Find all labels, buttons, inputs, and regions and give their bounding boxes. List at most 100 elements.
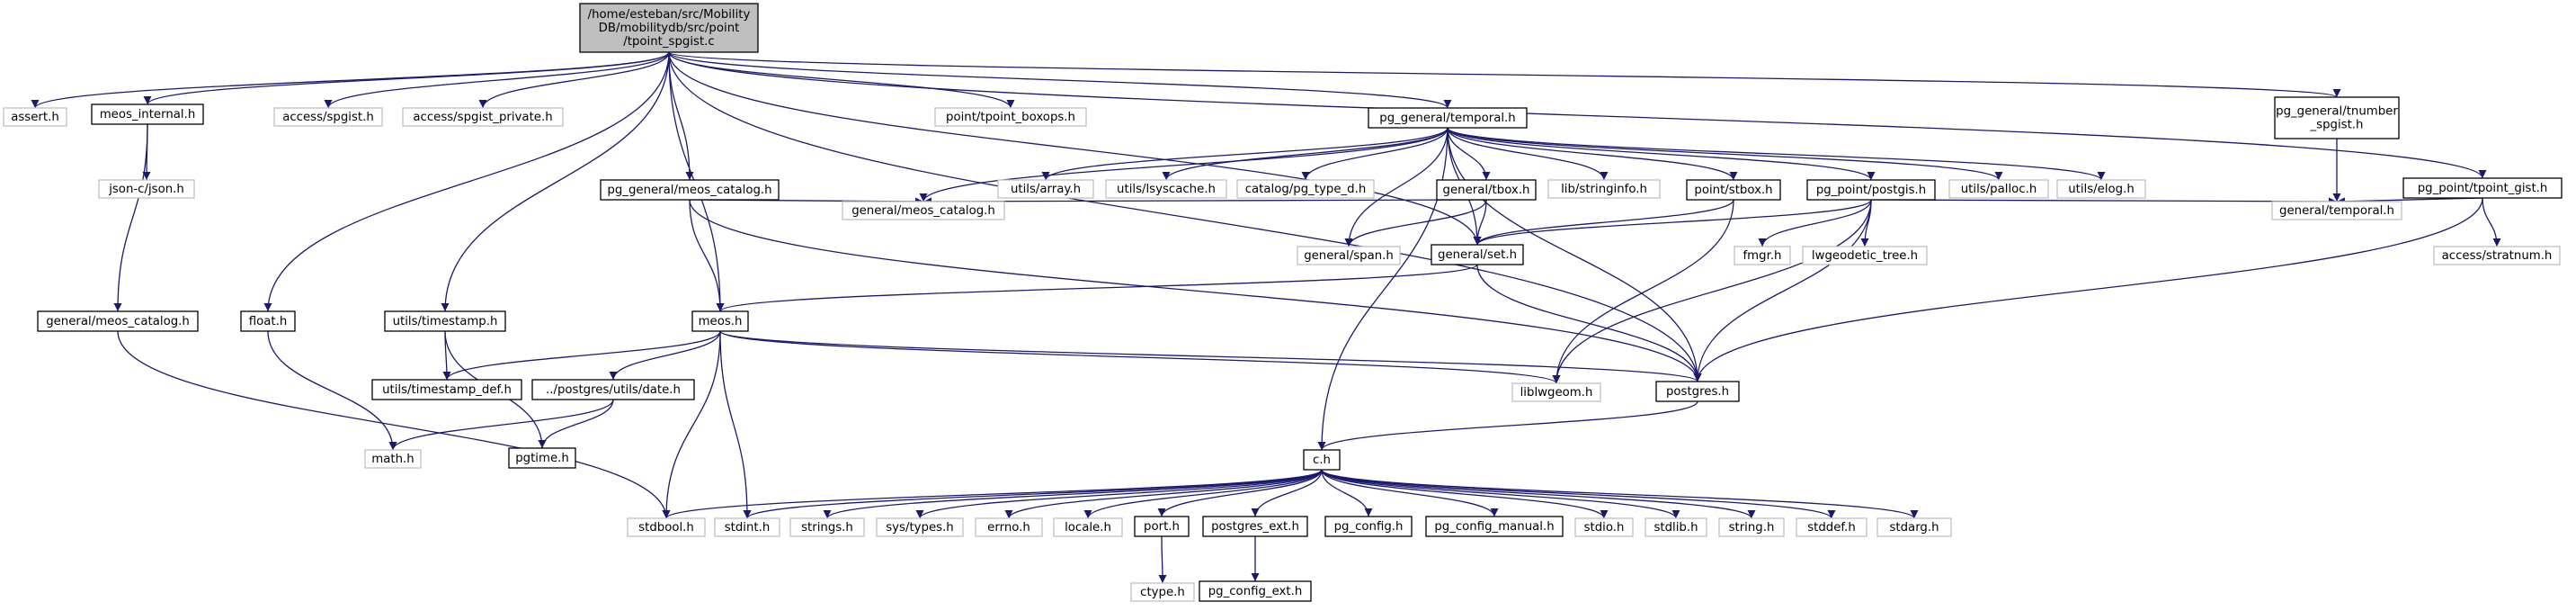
node-float-h[interactable]: float.h	[240, 310, 296, 332]
node-label: pg_config.h	[1334, 520, 1404, 534]
node-label: meos.h	[699, 315, 743, 328]
node-label: errno.h	[987, 521, 1030, 535]
node-label: string.h	[1729, 521, 1775, 535]
node-box	[1130, 582, 1195, 602]
node-stdarg-h: stdarg.h	[1876, 517, 1952, 537]
node-utils-lsyscache-h: utils/lsyscache.h	[1105, 179, 1227, 199]
edge-float-h-to-math-h	[267, 330, 397, 451]
node-label: lwgeodetic_tree.h	[1812, 249, 1918, 263]
node-pg-general-meos-catalog-h[interactable]: pg_general/meos_catalog.h	[600, 179, 780, 201]
edge-c-h-to-stdio-h	[1321, 469, 1609, 519]
node-pg-config-ext-h[interactable]: pg_config_ext.h	[1199, 580, 1312, 602]
node-meos-h[interactable]: meos.h	[691, 310, 749, 332]
node-box	[384, 310, 506, 332]
node-label: postgres_ext.h	[1211, 520, 1299, 534]
node-pg-point-tpoint-gist-h[interactable]: pg_point/tpoint_gist.h	[2402, 177, 2563, 199]
edge-meos-h-to-stdbool-h	[662, 330, 721, 519]
edge-general-tbox-h-to-general-meos-catalog-mid	[923, 197, 1487, 206]
node-pgtime-h[interactable]: pgtime.h	[508, 447, 576, 469]
node-box	[91, 103, 204, 125]
node-label: stdbool.h	[638, 521, 694, 535]
edges-layer	[31, 51, 2501, 584]
edge-root-to-pg-general-temporal-h	[668, 51, 1452, 109]
edge-c-h-to-pg-config-h	[1321, 469, 1373, 517]
edge-general-tbox-h-to-general-span-h	[1344, 199, 1487, 247]
node-general-temporal-h: general/temporal.h	[2271, 201, 2402, 220]
node-pg-general-temporal-h[interactable]: pg_general/temporal.h	[1368, 107, 1528, 129]
node-box	[975, 517, 1043, 537]
node-box	[1202, 516, 1308, 537]
node-c-h[interactable]: c.h	[1303, 449, 1341, 471]
node-box	[1718, 517, 1785, 537]
edge-c-h-to-sys-types-h	[915, 469, 1323, 519]
node-box	[37, 310, 199, 332]
node-general-span-h: general/span.h	[1297, 246, 1401, 265]
edge-pg-general-temporal-h-to-utils-lsyscache-h	[1162, 127, 1448, 181]
edge-c-h-to-stdlib-h	[1321, 469, 1680, 519]
node-label: point/tpoint_boxops.h	[946, 111, 1075, 124]
edge-general-meos-catalog-left-to-stdbool-h	[117, 330, 671, 519]
node-point-stbox-h[interactable]: point/stbox.h	[1686, 179, 1781, 201]
edge-root-to-pg-general-tnumber-spgist-h	[668, 51, 2340, 98]
node-pg-point-postgis-h[interactable]: pg_point/postgis.h	[1806, 179, 1936, 201]
node-box	[364, 449, 422, 469]
node-postgres-utils-date-h[interactable]: ../postgres/utils/date.h	[531, 379, 695, 400]
edge-pg-point-tpoint-gist-h-to-postgres-h	[1693, 197, 2483, 382]
node-access-spgist-private-h: access/spgist_private.h	[402, 107, 564, 127]
node-label: stddef.h	[1807, 521, 1856, 535]
edge-root-to-general-set-h	[668, 51, 1482, 246]
node-pg-general-tnumber-spgist-h[interactable]: pg_general/tnumber_spgist.h	[2274, 96, 2400, 139]
node-label: utils/elog.h	[2068, 183, 2135, 196]
edge-meos-h-to-postgres-h	[719, 330, 1702, 382]
edge-root-to-postgres-h	[668, 51, 1702, 382]
node-label: math.h	[371, 453, 414, 466]
node-box	[600, 179, 780, 201]
edge-pg-general-temporal-h-to-postgres-h	[1447, 127, 1702, 382]
edge-pg-point-postgis-h-to-fmgr-h	[1758, 199, 1872, 247]
node-label: utils/timestamp_def.h	[382, 383, 512, 397]
edge-root-to-point-tpoint-boxops-h	[668, 51, 1015, 109]
edge-pg-general-meos-catalog-h-to-postgres-h	[689, 199, 1702, 382]
edge-port-h-to-ctype-h	[1158, 535, 1167, 584]
edge-c-h-to-pg-config-manual-h	[1321, 469, 1499, 517]
node-label: /tpoint_spgist.c	[623, 35, 714, 49]
edge-postgres-utils-date-h-to-math-h	[388, 399, 614, 451]
node-box	[1134, 516, 1190, 537]
node-box	[2274, 96, 2400, 139]
node-utils-timestamp-h[interactable]: utils/timestamp.h	[384, 310, 506, 332]
node-catalog-pg-type-d-h: catalog/pg_type_d.h	[1236, 179, 1375, 199]
node-box	[1324, 516, 1413, 537]
node-general-meos-catalog-left[interactable]: general/meos_catalog.h	[37, 310, 199, 332]
edge-point-stbox-h-to-general-set-h	[1473, 199, 1734, 246]
node-box	[997, 179, 1094, 199]
node-stddef-h: stddef.h	[1796, 517, 1867, 537]
node-label: catalog/pg_type_d.h	[1245, 183, 1367, 196]
node-postgres-h[interactable]: postgres.h	[1655, 381, 1740, 402]
node-label: strings.h	[801, 521, 853, 535]
node-box	[1436, 179, 1537, 201]
node-general-set-h[interactable]: general/set.h	[1431, 244, 1524, 265]
node-label: utils/array.h	[1011, 183, 1081, 196]
node-pg-config-h[interactable]: pg_config.h	[1324, 516, 1413, 537]
node-box	[402, 107, 564, 127]
node-port-h[interactable]: port.h	[1134, 516, 1190, 537]
node-label: meos_internal.h	[100, 108, 196, 121]
edge-pg-point-postgis-h-to-general-temporal-h	[1870, 197, 2338, 206]
edge-c-h-to-postgres-ext-h	[1251, 469, 1323, 517]
node-label: ../postgres/utils/date.h	[546, 383, 681, 397]
node-postgres-ext-h[interactable]: postgres_ext.h	[1202, 516, 1308, 537]
node-pg-config-manual-h[interactable]: pg_config_manual.h	[1425, 516, 1564, 537]
node-meos-internal-h[interactable]: meos_internal.h	[91, 103, 204, 125]
node-label: pg_config_ext.h	[1208, 585, 1303, 598]
node-general-tbox-h[interactable]: general/tbox.h	[1436, 179, 1537, 201]
node-root[interactable]: /home/esteban/src/MobilityDB/mobilitydb/…	[579, 3, 759, 53]
node-utils-timestamp-def-h[interactable]: utils/timestamp_def.h	[371, 379, 522, 400]
edge-pg-general-temporal-h-to-utils-elog-h	[1447, 127, 2106, 181]
node-label: stdint.h	[725, 521, 771, 535]
edge-pg-general-temporal-h-to-general-tbox-h	[1447, 127, 1491, 181]
node-label: stdarg.h	[1889, 521, 1939, 535]
edge-pg-point-postgis-h-to-liblwgeom-h	[1552, 199, 1872, 384]
edge-pg-point-postgis-h-to-general-set-h	[1473, 199, 1872, 246]
node-label: access/spgist.h	[282, 111, 374, 124]
node-box	[1796, 517, 1867, 537]
